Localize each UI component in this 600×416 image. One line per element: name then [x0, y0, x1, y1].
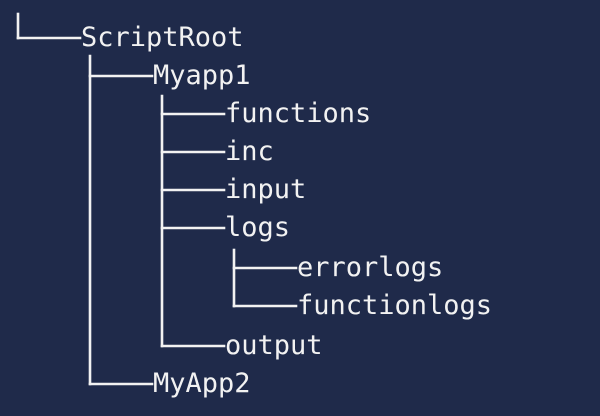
- tree-node-logs: logs: [225, 212, 291, 243]
- tree-node-output: output: [225, 330, 323, 361]
- tree-node-functionlogs: functionlogs: [297, 290, 493, 321]
- tree-node-myapp2: MyApp2: [153, 368, 251, 399]
- tree-node-errorlogs: errorlogs: [297, 252, 444, 283]
- tree-node-functions: functions: [225, 98, 372, 129]
- tree-node-inc: inc: [225, 136, 274, 167]
- tree-node-myapp1: Myapp1: [153, 60, 251, 91]
- tree-node-scriptroot: ScriptRoot: [81, 22, 244, 53]
- tree-node-input: input: [225, 174, 307, 205]
